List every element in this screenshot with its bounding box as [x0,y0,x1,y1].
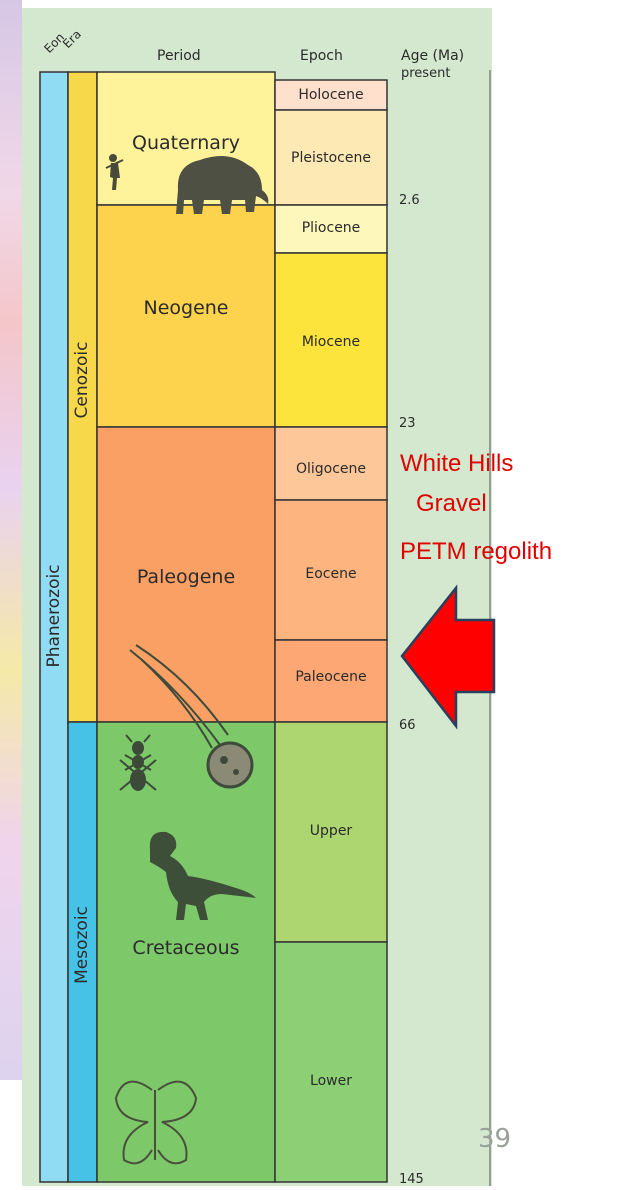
header-period: Period [157,48,201,64]
arrow-icon [402,588,494,726]
age-2-6-label: 2.6 [399,193,420,208]
slide-page-number: 39 [478,1124,511,1154]
epoch-oligocene-label: Oligocene [275,461,387,477]
age-145-label: 145 [399,1172,424,1187]
epoch-lower-label: Lower [275,1073,387,1089]
epoch-miocene-label: Miocene [275,334,387,350]
header-epoch: Epoch [300,48,343,64]
age-present-label: present [401,66,450,81]
annotation-gravel: Gravel [416,490,487,518]
period-neogene-label: Neogene [97,297,275,319]
epoch-holocene-label: Holocene [275,87,387,103]
header-age: Age (Ma) [401,48,464,64]
epoch-pleistocene-label: Pleistocene [275,150,387,166]
period-quaternary-label: Quaternary [97,132,275,154]
epoch-lower-cell [275,942,387,1182]
era-cenozoic-label: Cenozoic [72,320,92,440]
annotation-white-hills: White Hills [400,450,513,478]
age-66-label: 66 [399,718,416,733]
epoch-upper-label: Upper [275,823,387,839]
epoch-paleocene-label: Paleocene [275,669,387,685]
age-23-label: 23 [399,416,416,431]
eon-phanerozoic-label: Phanerozoic [44,516,64,716]
period-paleogene-label: Paleogene [97,566,275,588]
period-cretaceous-label: Cretaceous [97,937,275,959]
annotation-petm-regolith: PETM regolith [400,538,552,566]
era-mesozoic-label: Mesozoic [72,885,92,1005]
epoch-eocene-label: Eocene [275,566,387,582]
epoch-pliocene-label: Pliocene [275,220,387,236]
